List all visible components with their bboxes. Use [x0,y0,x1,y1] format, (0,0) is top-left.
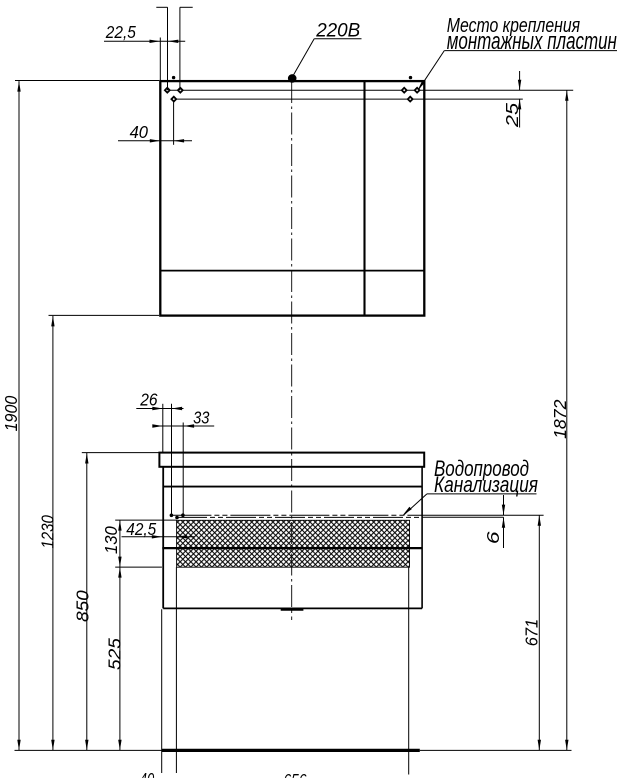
svg-text:1872: 1872 [550,399,570,439]
svg-text:42,5: 42,5 [126,519,156,539]
svg-text:Место крепления: Место крепления [447,15,581,37]
svg-text:25: 25 [502,103,522,129]
svg-text:монтажных пластин: монтажных пластин [447,27,617,54]
svg-text:220В: 220В [315,20,360,41]
svg-text:Канализация: Канализация [434,473,538,497]
svg-text:130: 130 [101,526,121,554]
svg-text:26: 26 [139,389,157,409]
svg-text:671: 671 [521,619,541,646]
svg-text:525: 525 [104,638,124,670]
svg-text:1900: 1900 [1,395,21,431]
svg-text:40: 40 [130,122,149,142]
svg-text:22,5: 22,5 [105,22,136,42]
svg-text:850: 850 [73,590,93,622]
svg-text:33: 33 [193,408,210,428]
svg-text:1230: 1230 [37,515,57,549]
svg-text:Водопровод: Водопровод [434,457,529,481]
svg-text:6: 6 [483,531,503,544]
